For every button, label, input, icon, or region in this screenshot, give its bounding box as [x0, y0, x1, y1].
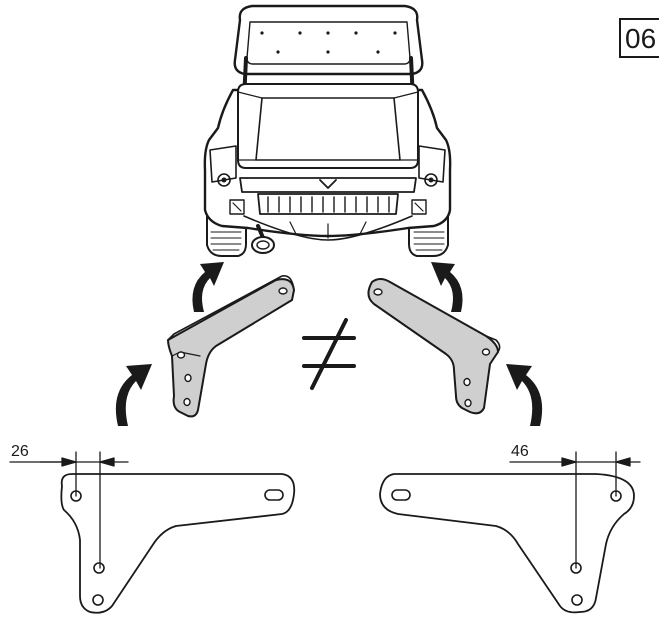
tyre-tread-left [210, 231, 242, 251]
rear-underbody [243, 215, 413, 241]
right-lamp-mount [424, 173, 438, 187]
bumper-slots [267, 196, 390, 213]
bumper-beam [257, 193, 399, 215]
right-mount-plate [411, 199, 427, 215]
trunk-opening [237, 83, 419, 169]
left-tail-lamp [209, 145, 237, 183]
arrows [115, 262, 543, 426]
bracket-3d-right [367, 278, 501, 415]
dimension-label-left: 26 [11, 443, 29, 460]
bracket-flat-left [60, 473, 296, 614]
trunk-side-lines [237, 91, 419, 161]
arrow-lower-right [506, 364, 543, 426]
right-lamp-bolt [428, 177, 434, 183]
arrow-lower-left [115, 364, 152, 426]
rear-emblem [319, 179, 337, 189]
bracket-flat-right [379, 473, 635, 614]
dimension-label-right: 46 [511, 443, 529, 460]
car-rear-view [203, 4, 452, 257]
exhaust-pipe [251, 224, 275, 254]
dimension-left [9, 451, 129, 569]
left-mount-plate [229, 199, 245, 215]
arrow-upper-right [431, 262, 463, 312]
tailgate-open [233, 4, 424, 76]
not-equal-symbol [302, 318, 356, 390]
dimension-right [509, 451, 641, 569]
mount-plate-marks [232, 202, 424, 212]
underbody-lines [289, 221, 367, 239]
left-lamp-mount [217, 173, 231, 187]
step-number: 06 [625, 23, 657, 54]
left-lamp-bolt [221, 177, 227, 183]
right-tail-lamp [418, 145, 446, 183]
tailgate-rivets [260, 31, 397, 54]
arrow-upper-left [192, 262, 224, 312]
tyre-tread-right [413, 231, 445, 251]
bracket-3d-left [167, 274, 295, 418]
rear-crossmember [239, 177, 417, 193]
step-number-badge: 06 [619, 18, 659, 58]
